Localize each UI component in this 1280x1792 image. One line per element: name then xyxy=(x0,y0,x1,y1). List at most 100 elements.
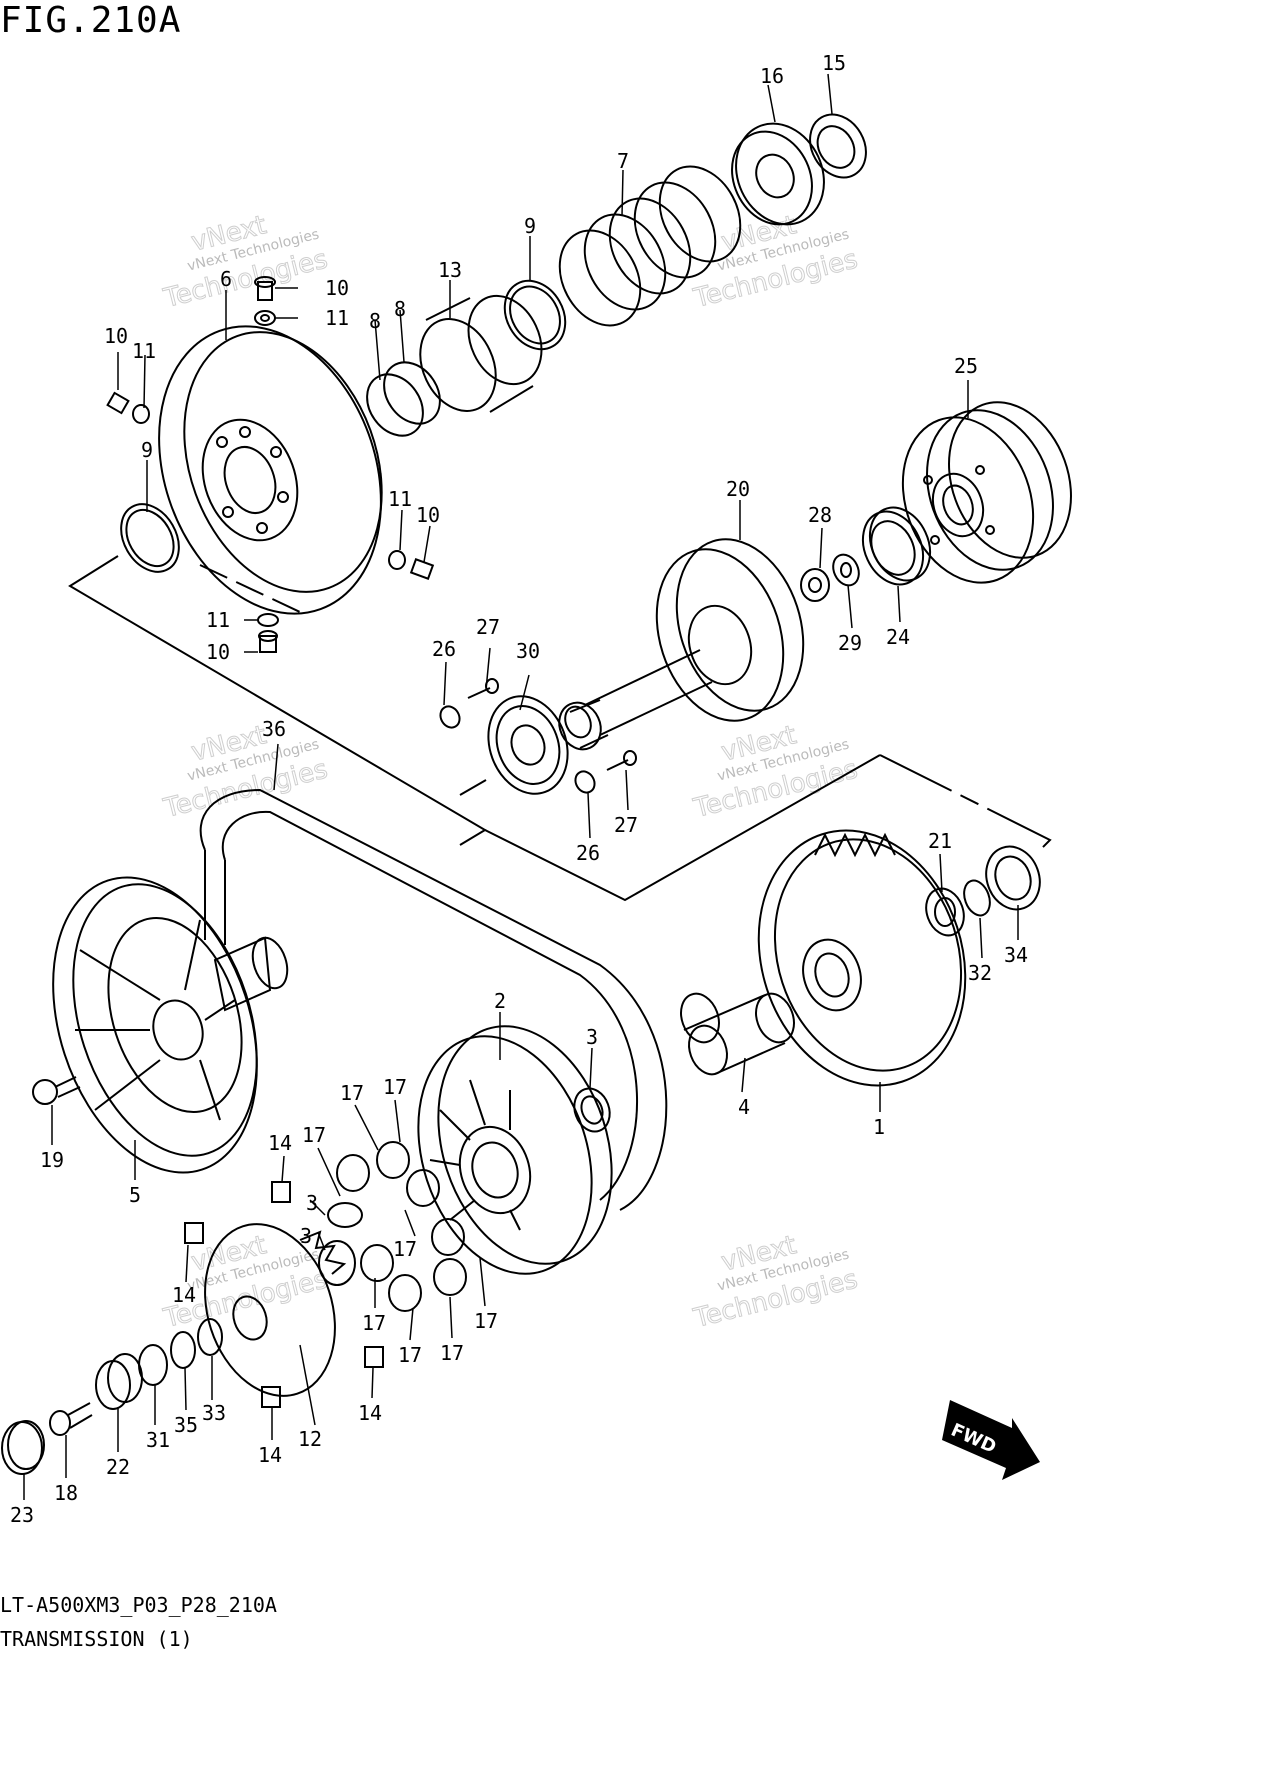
callout-12: 12 xyxy=(298,1427,322,1451)
callout-36: 36 xyxy=(262,717,286,741)
callout-24: 24 xyxy=(886,625,910,649)
ring-part-9-right xyxy=(503,279,567,351)
callout-9: 9 xyxy=(141,438,153,462)
ring-part-9-left xyxy=(120,503,180,573)
ring-part-32 xyxy=(963,879,991,917)
callout-35: 35 xyxy=(174,1413,198,1437)
callout-10: 10 xyxy=(206,640,230,664)
screw-part-27-top xyxy=(467,678,499,699)
forward-direction-arrow: FWD xyxy=(942,1400,1040,1480)
washer-part-26-low xyxy=(574,770,596,794)
bearing-part-30 xyxy=(487,695,569,795)
ramp-plate-part-12 xyxy=(204,1223,347,1397)
callout-19: 19 xyxy=(40,1148,64,1172)
callout-16: 16 xyxy=(760,64,784,88)
nut-part-15 xyxy=(809,113,867,179)
callout-labels: 15 16 7 9 13 10 11 6 8 8 10 11 9 11 10 1… xyxy=(10,51,1028,1527)
figure-footer: LT-A500XM3_P03_P28_210A TRANSMISSION (1) xyxy=(0,1588,277,1656)
drive-face-part-6 xyxy=(158,325,383,615)
spacer-part-21 xyxy=(925,887,965,937)
collar-part-3-right xyxy=(573,1087,611,1133)
callout-20: 20 xyxy=(726,477,750,501)
callout-6: 6 xyxy=(220,267,232,291)
callout-4: 4 xyxy=(738,1095,750,1119)
callout-31: 31 xyxy=(146,1428,170,1452)
spacer-part-4 xyxy=(680,992,795,1076)
callout-28: 28 xyxy=(808,503,832,527)
watermark-top-right: vNext vNext Technologies Technologies xyxy=(690,210,861,315)
callout-26: 26 xyxy=(576,841,600,865)
driven-face-part-5 xyxy=(52,876,289,1174)
bolt-part-10-low xyxy=(258,630,278,653)
callout-3: 3 xyxy=(586,1025,598,1049)
nut-part-11-mid xyxy=(388,550,406,570)
bolt-part-18 xyxy=(49,1402,93,1436)
callout-10: 10 xyxy=(416,503,440,527)
callout-10: 10 xyxy=(325,276,349,300)
callout-8: 8 xyxy=(394,297,406,321)
watermark-mid-left: vNext vNext Technologies Technologies xyxy=(160,720,331,825)
callout-17: 17 xyxy=(340,1081,364,1105)
callout-3: 3 xyxy=(306,1191,318,1215)
collar-part-3-b xyxy=(318,1240,356,1286)
ring-part-8-a xyxy=(366,373,424,437)
slider-part-14-a xyxy=(271,1181,291,1203)
leader-lines xyxy=(23,73,1019,1500)
callout-30: 30 xyxy=(516,639,540,663)
nut-part-11-left xyxy=(132,404,150,424)
callout-8: 8 xyxy=(369,309,381,333)
callout-7: 7 xyxy=(617,149,629,173)
callout-17: 17 xyxy=(398,1343,422,1367)
callout-15: 15 xyxy=(822,51,846,75)
callout-5: 5 xyxy=(129,1183,141,1207)
watermark-low-right: vNext vNext Technologies Technologies xyxy=(690,1230,861,1335)
callout-17: 17 xyxy=(440,1341,464,1365)
callout-34: 34 xyxy=(1004,943,1028,967)
assembly-boundary-lines xyxy=(68,555,1052,902)
section-title: TRANSMISSION (1) xyxy=(0,1627,193,1651)
seal-part-34 xyxy=(985,845,1041,911)
ring-part-31 xyxy=(138,1344,168,1386)
callout-26: 26 xyxy=(432,637,456,661)
callout-11: 11 xyxy=(388,487,412,511)
bolt-part-10-left xyxy=(106,391,130,415)
bolt-part-10-mid xyxy=(409,558,435,580)
collar-part-13 xyxy=(419,294,543,413)
callout-22: 22 xyxy=(106,1455,130,1479)
screw-part-27-low xyxy=(606,750,637,771)
washer-part-33 xyxy=(197,1318,223,1356)
callout-11: 11 xyxy=(206,608,230,632)
nut-part-28 xyxy=(800,568,830,602)
bolt-part-10-top xyxy=(254,276,276,301)
callout-18: 18 xyxy=(54,1481,78,1505)
watermark-mid-right: vNext vNext Technologies Technologies xyxy=(690,720,861,825)
callout-32: 32 xyxy=(968,961,992,985)
callout-29: 29 xyxy=(838,631,862,655)
roller-group-part-17 xyxy=(336,1141,467,1312)
callout-11: 11 xyxy=(325,306,349,330)
nut-part-11-low xyxy=(257,613,279,627)
callout-14: 14 xyxy=(258,1443,282,1467)
callout-11: 11 xyxy=(132,339,156,363)
slider-part-14-c xyxy=(364,1346,384,1368)
nut-part-11-top xyxy=(254,310,276,326)
model-code: LT-A500XM3_P03_P28_210A xyxy=(0,1593,277,1617)
callout-27: 27 xyxy=(614,813,638,837)
callout-17: 17 xyxy=(474,1309,498,1333)
ring-part-9-left-inner xyxy=(125,508,175,568)
callout-21: 21 xyxy=(928,829,952,853)
drive-face-part-1 xyxy=(757,829,967,1087)
callout-10: 10 xyxy=(104,324,128,348)
clutch-housing-part-25 xyxy=(901,401,1072,584)
callout-23: 23 xyxy=(10,1503,34,1527)
callout-17: 17 xyxy=(302,1123,326,1147)
callout-3: 3 xyxy=(300,1224,312,1248)
callout-17: 17 xyxy=(393,1237,417,1261)
driven-cup-part-20 xyxy=(558,538,805,751)
bearing-part-24 xyxy=(861,506,932,586)
drive-belt-part-36 xyxy=(199,788,668,1211)
callout-14: 14 xyxy=(358,1401,382,1425)
watermark-top-left: vNext vNext Technologies Technologies xyxy=(160,210,331,315)
collar-part-3-a xyxy=(327,1202,363,1228)
